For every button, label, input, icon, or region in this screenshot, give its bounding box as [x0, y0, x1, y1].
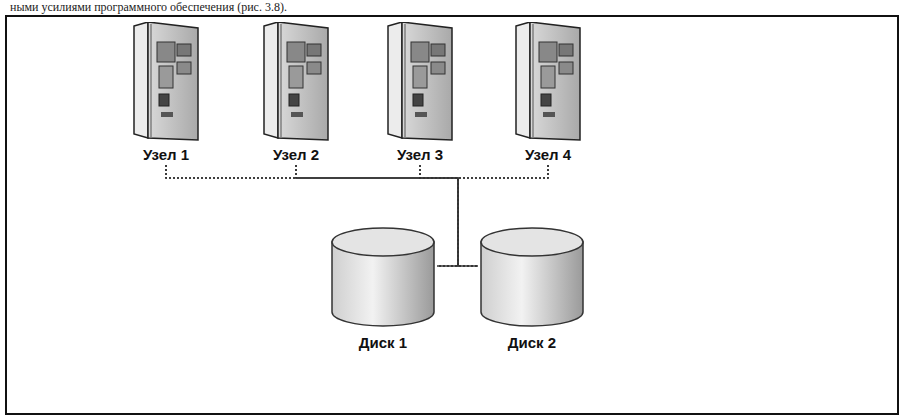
server-node: Узел 4: [503, 22, 593, 164]
disk-node: Диск 2: [478, 226, 586, 352]
server-icon: [131, 22, 201, 142]
server-node: Узел 3: [375, 22, 465, 164]
node-label: Диск 2: [478, 334, 586, 352]
node-label: Узел 2: [251, 146, 341, 164]
server-icon: [513, 22, 583, 142]
node-label: Диск 1: [329, 334, 437, 352]
node-label: Узел 1: [121, 146, 211, 164]
server-node: Узел 1: [121, 22, 211, 164]
network-link: [296, 165, 478, 266]
node-label: Узел 4: [503, 146, 593, 164]
frame-border: [6, 16, 898, 414]
page-text: ными усилиями программного обеспечения (…: [10, 0, 287, 14]
server-icon: [385, 22, 455, 142]
server-icon: [261, 22, 331, 142]
disk-icon: [479, 226, 585, 330]
network-link: [166, 165, 458, 266]
disk-node: Диск 1: [329, 226, 437, 352]
server-node: Узел 2: [251, 22, 341, 164]
disk-icon: [330, 226, 436, 330]
node-label: Узел 3: [375, 146, 465, 164]
